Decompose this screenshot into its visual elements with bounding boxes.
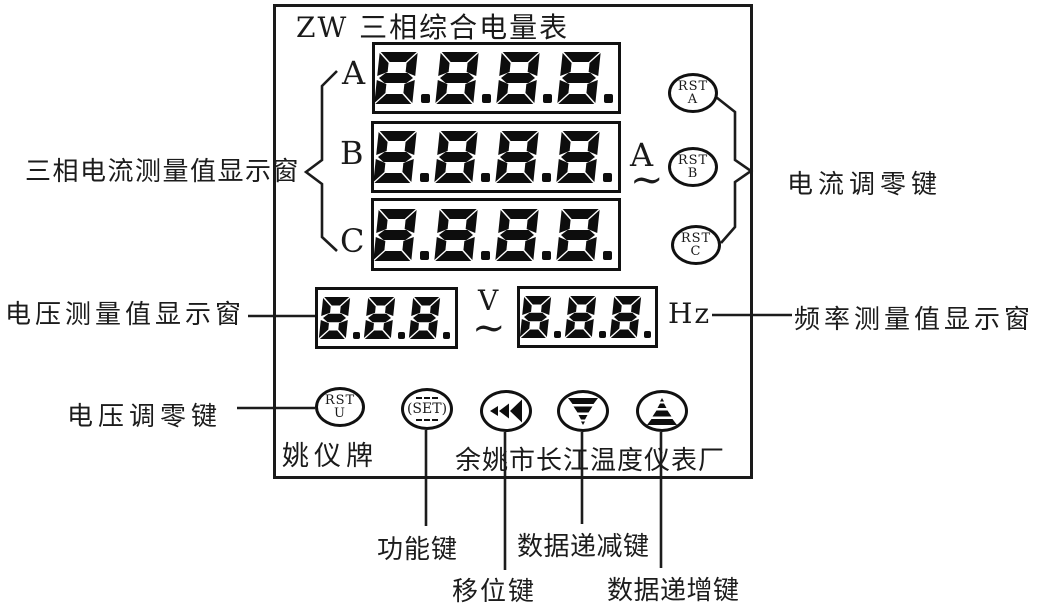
decimal-point: [420, 173, 429, 182]
rst-u-label-line1: RST: [324, 393, 356, 408]
decimal-point: [481, 94, 491, 103]
rst-c-label-line1: RST: [680, 231, 712, 246]
decimal-point: [443, 332, 450, 339]
seven-segment-digit: [519, 296, 552, 338]
rst-a-label-line2: A: [687, 92, 699, 107]
rst-c-label-line2: C: [690, 244, 702, 259]
current-display-b: [371, 121, 621, 193]
seven-segment-digit: [495, 52, 540, 104]
label-current-window: 三相电流测量值显示窗: [25, 157, 301, 187]
rst-b-label-line2: B: [687, 166, 699, 181]
decimal-point: [481, 173, 490, 182]
shift-button[interactable]: [480, 390, 532, 432]
decimal-point: [603, 173, 612, 182]
decimal-point: [603, 250, 612, 260]
current-unit-label: A: [630, 136, 656, 174]
label-shift-key: 移位键: [452, 577, 537, 603]
rst-u-label-line2: U: [334, 406, 346, 421]
decimal-point: [599, 331, 606, 338]
increment-button[interactable]: [636, 390, 688, 432]
label-decrement-key: 数据递减键: [517, 532, 650, 562]
seven-segment-digit: [495, 131, 539, 183]
decimal-point: [398, 332, 405, 339]
meter-panel-outline: [273, 4, 753, 479]
set-button[interactable]: (SET): [401, 388, 453, 430]
decimal-point: [542, 173, 551, 182]
label-voltage-window: 电压测量值显示窗: [5, 300, 246, 330]
rst-a-button[interactable]: RST A: [668, 73, 718, 113]
panel-title: ZW 三相综合电量表: [296, 11, 570, 44]
current-display-c: [371, 198, 621, 271]
voltage-display: [315, 287, 458, 349]
current-unit-tilde: ~: [630, 157, 664, 203]
set-button-label: (SET): [406, 397, 448, 421]
rst-a-label-line1: RST: [677, 79, 709, 94]
frequency-unit-label: Hz: [668, 297, 712, 330]
decimal-point: [542, 250, 551, 260]
seven-segment-digit: [318, 297, 351, 339]
rst-u-button[interactable]: RST U: [315, 387, 365, 427]
decrement-button[interactable]: [557, 390, 609, 432]
seven-segment-digit: [434, 52, 479, 104]
label-frequency-window: 频率测量值显示窗: [794, 305, 1035, 335]
decimal-point: [420, 94, 430, 103]
rst-c-button[interactable]: RST C: [671, 225, 721, 265]
decimal-point: [481, 250, 490, 260]
rst-b-label-line1: RST: [677, 153, 709, 168]
label-increment-key: 数据递增键: [607, 576, 740, 603]
seven-segment-digit: [434, 131, 478, 183]
down-arrow-icon: [568, 397, 598, 425]
label-function-key: 功能键: [377, 535, 459, 565]
up-arrow-icon: [647, 397, 677, 425]
decimal-point: [603, 94, 613, 103]
rst-b-button[interactable]: RST B: [668, 147, 718, 187]
seven-segment-digit: [408, 297, 441, 339]
seven-segment-digit: [564, 296, 597, 338]
seven-segment-digit: [556, 52, 601, 104]
brand-text: 姚仪牌: [282, 441, 378, 472]
triple-left-arrow-icon: [490, 399, 522, 423]
phase-label-b: B: [340, 134, 364, 172]
decimal-point: [420, 250, 429, 260]
current-display-a: [372, 42, 621, 114]
decimal-point: [644, 331, 651, 338]
decimal-point: [554, 331, 561, 338]
seven-segment-digit: [434, 208, 478, 261]
label-voltage-zero: 电压调零键: [67, 402, 223, 432]
seven-segment-digit: [495, 208, 539, 261]
seven-segment-digit: [373, 131, 417, 183]
frequency-display: [517, 286, 658, 348]
seven-segment-digit: [373, 52, 418, 104]
seven-segment-digit: [556, 131, 600, 183]
seven-segment-digit: [556, 208, 600, 261]
factory-text: 余姚市长江温度仪表厂: [455, 446, 726, 476]
phase-label-c: C: [340, 222, 365, 260]
voltage-unit-tilde: ~: [472, 305, 506, 351]
seven-segment-digit: [609, 296, 642, 338]
decimal-point: [542, 94, 552, 103]
decimal-point: [353, 332, 360, 339]
seven-segment-digit: [363, 297, 396, 339]
phase-label-a: A: [342, 54, 366, 92]
seven-segment-digit: [373, 208, 417, 261]
label-current-zero: 电流调零键: [787, 170, 943, 200]
voltage-unit-label: V: [478, 284, 501, 317]
